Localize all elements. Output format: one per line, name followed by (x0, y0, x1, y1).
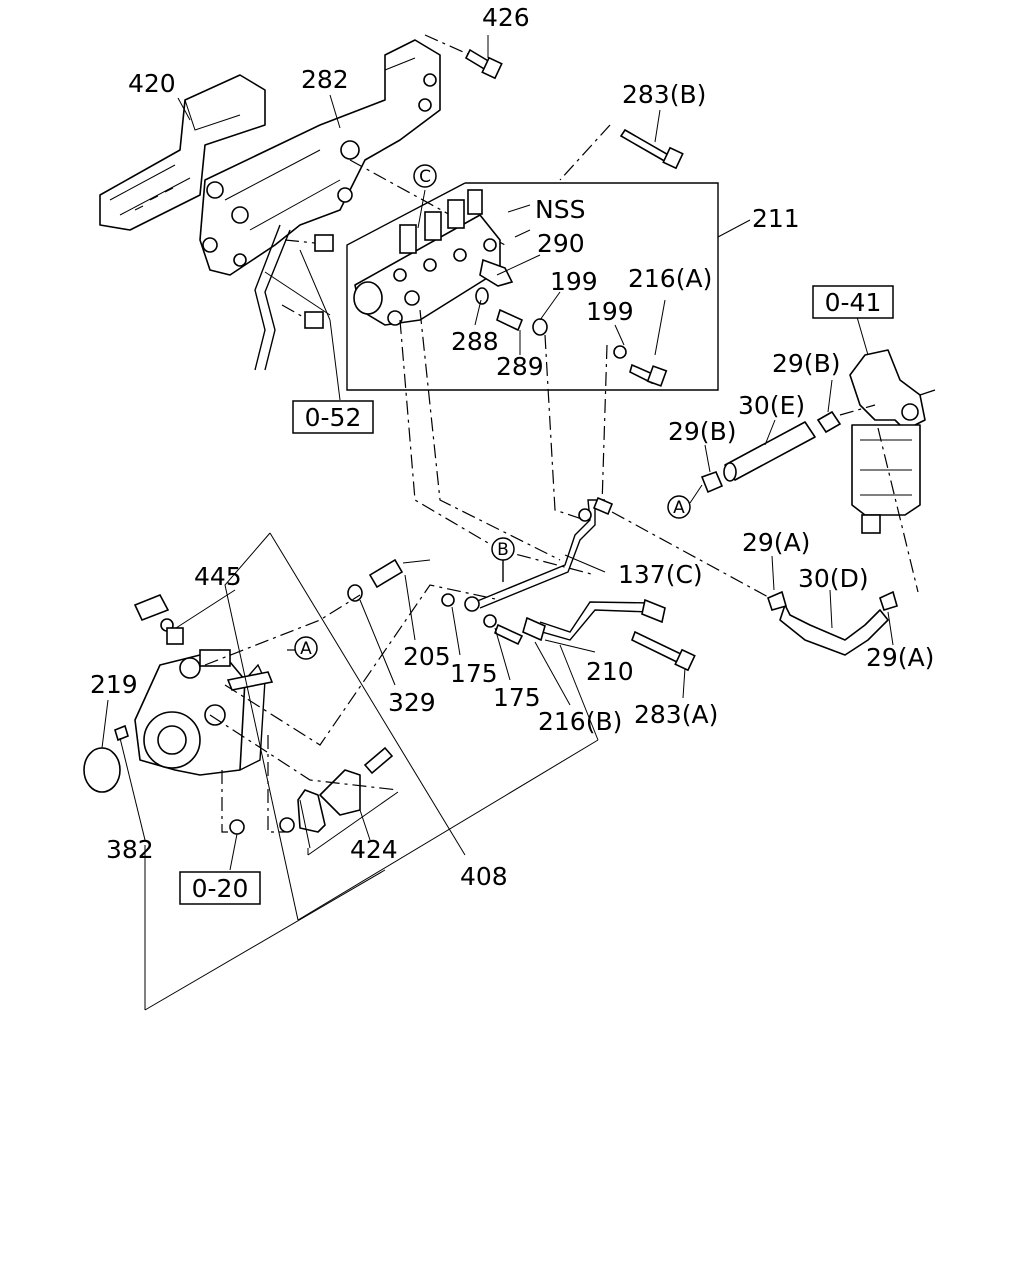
plug-205 (368, 558, 404, 589)
label-29A-bottom: 29(A) (866, 643, 934, 672)
fuel-pipe-137C (464, 496, 614, 612)
ref-box-041[interactable]: 0-41 (812, 285, 894, 319)
callout-B-label: B (497, 540, 509, 560)
callout-circle-C: C (413, 164, 437, 188)
clamp-29B-top (816, 410, 842, 434)
leader-lines (101, 35, 894, 1011)
bolt-426 (424, 34, 503, 80)
label-420: 420 (128, 69, 176, 98)
part-labels: 426 420 282 283(B) 211 NSS 290 199 216(A… (90, 3, 934, 891)
label-30D: 30(D) (798, 564, 869, 593)
label-29B-top: 29(B) (772, 349, 840, 378)
dash-pump-5 (221, 770, 232, 833)
label-137C: 137(C) (618, 560, 703, 589)
leader-041 (856, 316, 869, 356)
label-216A: 216(A) (628, 264, 712, 293)
label-282: 282 (301, 65, 349, 94)
label-210: 210 (586, 657, 634, 686)
oring-329 (347, 584, 363, 602)
label-205: 205 (403, 642, 451, 671)
label-426: 426 (482, 3, 530, 32)
label-290: 290 (537, 229, 585, 258)
clamp-29A-bottom (879, 590, 898, 611)
callout-A-pump-label: A (300, 639, 312, 659)
bracket-strip (254, 224, 334, 371)
washer-175a (441, 593, 455, 607)
callout-circle-A-pump: A (294, 636, 318, 660)
clamp-29B-left (700, 470, 724, 494)
hose-30D (779, 604, 889, 656)
label-424: 424 (350, 835, 398, 864)
ref-041-label: 0-41 (825, 288, 882, 317)
label-30E: 30(E) (738, 391, 805, 420)
rail-box-211 (346, 124, 719, 391)
washer-175b (483, 614, 497, 628)
dash-pump-1 (204, 594, 361, 666)
label-288: 288 (451, 327, 499, 356)
label-29B-left: 29(B) (668, 417, 736, 446)
dash-rail-line-1 (399, 319, 596, 576)
dash-pump-4 (267, 735, 285, 833)
label-211: 211 (752, 204, 800, 233)
washer-020 (229, 819, 245, 835)
label-283B: 283(B) (622, 80, 706, 109)
label-29A-top: 29(A) (742, 528, 810, 557)
dash-rail-line-2 (419, 309, 561, 561)
label-219: 219 (90, 670, 138, 699)
valve-424 (279, 746, 394, 833)
ref-052-label: 0-52 (305, 403, 362, 432)
label-175b: 175 (493, 683, 541, 712)
label-NSS: NSS (535, 195, 585, 224)
callout-A-right-label: A (673, 498, 685, 518)
label-199b: 199 (586, 297, 634, 326)
label-175a: 175 (450, 659, 498, 688)
callout-circle-A-right: A (667, 495, 691, 519)
bolt-283A (630, 630, 696, 672)
leader-A-right (689, 484, 703, 504)
dash-rail-line-4 (601, 344, 608, 506)
dash-filter-to-30D (877, 427, 919, 593)
fitting-445 (166, 627, 184, 645)
label-408: 408 (460, 862, 508, 891)
ref-box-020[interactable]: 0-20 (179, 871, 261, 905)
label-283A: 283(A) (634, 700, 718, 729)
label-216B: 216(B) (538, 707, 622, 736)
fuel-filter-part (849, 349, 936, 534)
bracket-282-part (199, 39, 441, 276)
dash-pump-3 (209, 714, 399, 791)
label-289: 289 (496, 352, 544, 381)
dash-rail-line-3 (544, 334, 586, 521)
dash-filter-top (839, 404, 876, 416)
label-445: 445 (194, 562, 242, 591)
sensor-445 (133, 593, 170, 622)
key-382 (114, 724, 129, 742)
label-382: 382 (106, 835, 154, 864)
bracket-420-part (99, 74, 266, 231)
ref-020-label: 0-20 (192, 874, 249, 903)
oring-219 (83, 747, 121, 793)
dash-pump-2 (224, 584, 501, 746)
fuel-pipe-210 (522, 598, 666, 642)
label-199a: 199 (550, 267, 598, 296)
dash-A-to-30D (611, 511, 771, 599)
supply-pump-part (134, 649, 274, 776)
ref-box-052[interactable]: 0-52 (292, 400, 374, 434)
callout-circle-B: B (491, 537, 515, 561)
label-329: 329 (388, 688, 436, 717)
clamp-29A-top (767, 590, 787, 611)
callout-C-label: C (419, 167, 431, 187)
hose-30E (723, 421, 816, 482)
